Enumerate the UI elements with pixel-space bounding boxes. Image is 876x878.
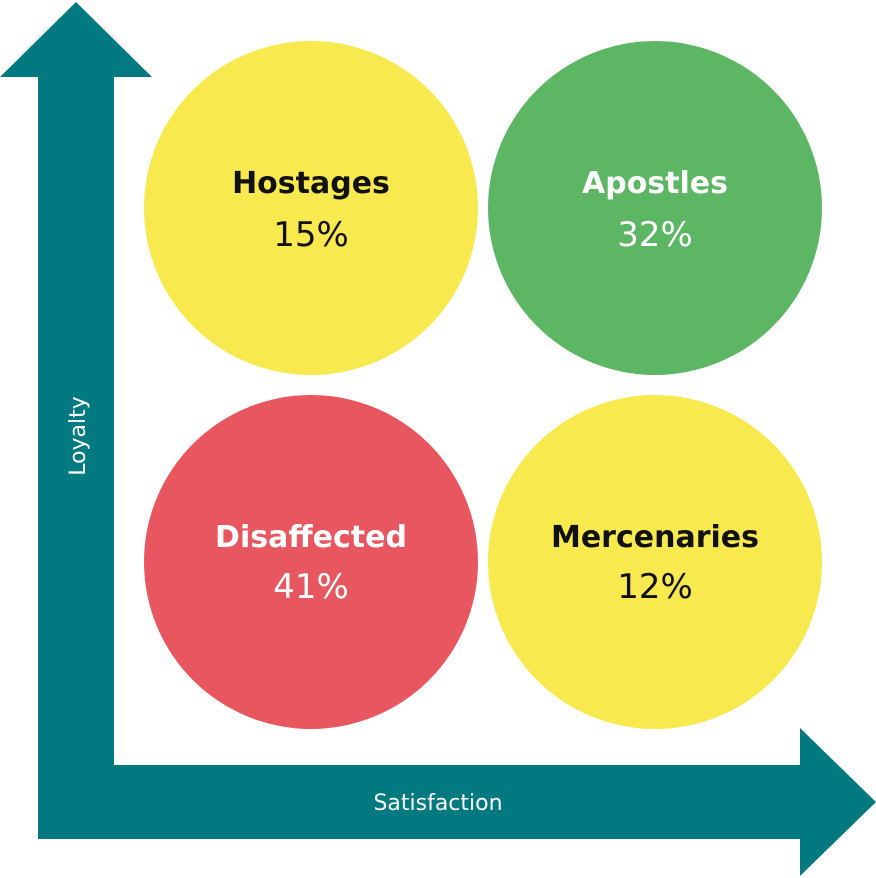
quadrant-disaffected: Disaffected 41% xyxy=(144,395,478,729)
mercenaries-circle xyxy=(488,395,822,729)
quadrant-hostages: Hostages 15% xyxy=(144,41,478,375)
disaffected-value: 41% xyxy=(273,567,349,607)
hostages-value: 15% xyxy=(273,215,349,255)
quadrant-mercenaries: Mercenaries 12% xyxy=(488,395,822,729)
hostages-circle xyxy=(144,41,478,375)
hostages-label: Hostages xyxy=(232,166,390,201)
mercenaries-value: 12% xyxy=(617,567,693,607)
mercenaries-label: Mercenaries xyxy=(551,520,759,555)
disaffected-circle xyxy=(144,395,478,729)
x-axis-label: Satisfaction xyxy=(373,791,502,816)
y-axis-label: Loyalty xyxy=(66,396,91,476)
quadrant-apostles: Apostles 32% xyxy=(488,41,822,375)
apostles-label: Apostles xyxy=(582,166,728,201)
y-axis-arrow xyxy=(0,2,152,836)
disaffected-label: Disaffected xyxy=(215,520,407,555)
x-axis-arrow xyxy=(38,728,876,876)
apostles-circle xyxy=(488,41,822,375)
apostles-value: 32% xyxy=(617,215,693,255)
